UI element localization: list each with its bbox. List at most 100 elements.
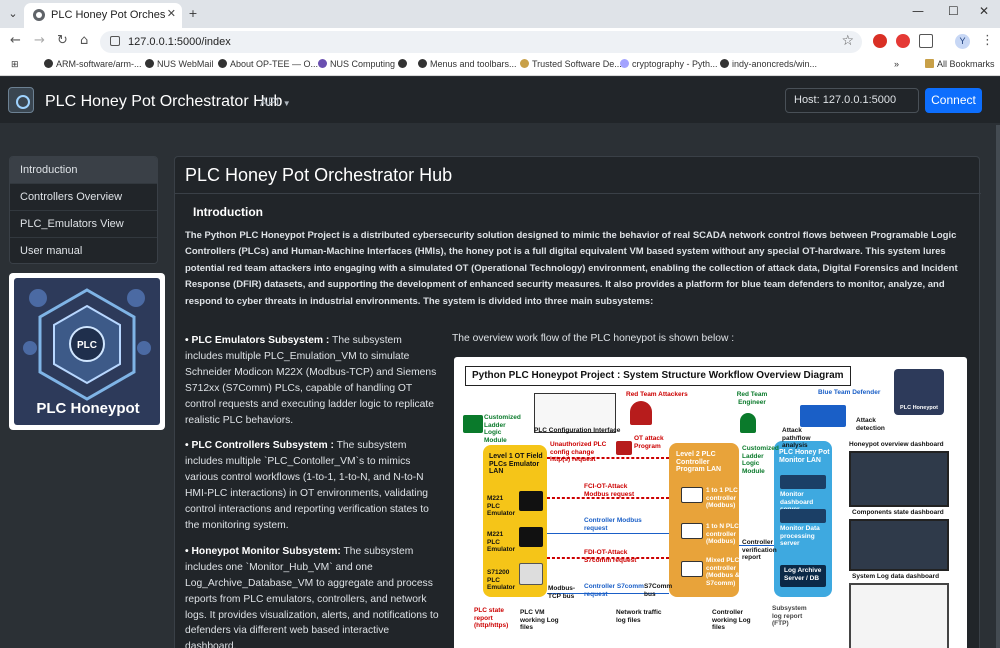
- ladder-module-icon: [463, 415, 483, 433]
- apps-grid-icon[interactable]: ⊞: [11, 59, 19, 69]
- home-icon[interactable]: ⌂: [80, 33, 89, 48]
- extensions-puzzle-icon[interactable]: [919, 34, 933, 48]
- monitor-data-label: Monitor Data processing server: [780, 525, 820, 547]
- blue-team-defender-label: Blue Team Defender: [818, 389, 881, 396]
- syslog-dash-label: System Log data dashboard: [852, 573, 940, 580]
- tab-search-chevron-icon[interactable]: ⌄: [8, 7, 18, 20]
- red-team-engineer-label: Red Team Engineer: [736, 391, 768, 406]
- address-bar[interactable]: 127.0.0.1:5000/index ☆: [100, 31, 862, 53]
- overview-dashboard-thumb: [849, 451, 949, 507]
- tab-close-icon[interactable]: ✕: [166, 7, 176, 20]
- section-title: Introduction: [193, 205, 263, 219]
- globe-favicon-icon: [33, 9, 45, 21]
- subsystems-list: • PLC Emulators Subsystem : The subsyste…: [185, 333, 441, 648]
- subsys-logs-label: Subsystem log report (FTP): [772, 605, 807, 627]
- bookmark-item[interactable]: [398, 59, 410, 69]
- bookmark-item[interactable]: indy-anoncreds/win...: [720, 59, 817, 69]
- attacker-icon: [630, 401, 652, 425]
- modbus-bus-label: Modbus-TCP bus: [548, 585, 576, 600]
- page-scrollbar[interactable]: [996, 125, 1000, 648]
- plc-device-icon: [519, 563, 543, 585]
- tab-title: PLC Honey Pot Orchestrator Hub: [51, 9, 165, 21]
- browser-tabstrip: ⌄ PLC Honey Pot Orchestrator Hub ✕ + — ☐…: [0, 0, 1000, 28]
- profile-avatar[interactable]: Y: [955, 34, 970, 49]
- svg-text:PLC: PLC: [77, 340, 97, 351]
- app-logo[interactable]: [8, 87, 34, 113]
- attack-detect-label: Attack detection: [856, 417, 885, 432]
- bookmark-star-icon[interactable]: ☆: [841, 33, 854, 49]
- extension-shield-icon[interactable]: [896, 34, 910, 48]
- bookmark-item[interactable]: Trusted Software De...: [520, 59, 622, 69]
- minimize-icon[interactable]: —: [912, 4, 924, 18]
- connect-button[interactable]: Connect: [925, 88, 982, 113]
- ctrl-modbus-label: Controller Modbus request: [584, 517, 642, 532]
- bookmark-item[interactable]: NUS WebMail: [145, 59, 213, 69]
- bookmark-item[interactable]: About OP-TEE — O...: [218, 59, 318, 69]
- diagram-logo-icon: PLC Honeypot: [894, 369, 944, 415]
- bookmark-item[interactable]: cryptography - Pyth...: [620, 59, 718, 69]
- ot-attack-program-label: OT attack Program: [634, 435, 664, 450]
- controller-pc-icon: [681, 523, 703, 539]
- data-server-icon: [780, 509, 826, 523]
- config-interface-thumb: [534, 393, 616, 433]
- window-close-icon[interactable]: ✕: [979, 4, 990, 18]
- nus-icon: [145, 59, 154, 68]
- plc-state-label: PLC state report (http/https): [474, 607, 509, 629]
- forward-icon[interactable]: →: [34, 33, 45, 48]
- nus-crest-icon: [318, 59, 327, 68]
- sidebar-item-controllers-overview[interactable]: Controllers Overview: [10, 184, 157, 211]
- m221-b-label: M221 PLC Emulator: [487, 531, 516, 553]
- fci-modbus-label: FCI-OT-Attack Modbus request: [584, 483, 635, 498]
- red-team-attackers-label: Red Team Attackers: [626, 391, 688, 398]
- stack-icon: [620, 59, 629, 68]
- navbar-brand[interactable]: PLC Honey Pot Orchestrator Hub: [45, 93, 283, 110]
- reload-icon[interactable]: ↻: [57, 33, 68, 48]
- overview-dash-label: Honeypot overview dashboard: [849, 441, 944, 448]
- overview-label: The overview work flow of the PLC honeyp…: [452, 333, 735, 344]
- components-dash-label: Components state dashboard: [852, 509, 944, 516]
- browser-toolbar: ← → ↻ ⌂ 127.0.0.1:5000/index ☆ Y ⋮: [0, 28, 1000, 55]
- ctrl-1to1-label: 1 to 1 PLC controller (Modbus): [706, 487, 738, 509]
- more-bookmarks-icon[interactable]: »: [894, 59, 900, 69]
- workflow-diagram: Python PLC Honeypot Project : System Str…: [454, 357, 967, 648]
- level3-label: PLC Honey Pot Monitor LAN: [779, 449, 830, 464]
- subsystem-item: • PLC Controllers Subsystem : The subsys…: [185, 440, 429, 531]
- host-input[interactable]: Host: 127.0.0.1:5000: [785, 88, 919, 113]
- browser-tab[interactable]: PLC Honey Pot Orchestrator Hub ✕: [24, 3, 182, 28]
- subsystem-item: • Honeypot Monitor Subsystem: The subsys…: [185, 545, 439, 648]
- sidebar-item-plc-emulators-view[interactable]: PLC_Emulators View: [10, 211, 157, 238]
- maximize-icon[interactable]: ☐: [948, 4, 959, 18]
- github-icon: [720, 59, 729, 68]
- verification-line: [739, 545, 774, 546]
- sidebar-item-user-manual[interactable]: User manual: [10, 238, 157, 263]
- level2-lan-box: [669, 443, 739, 597]
- card-divider: [175, 193, 981, 194]
- bookmark-item[interactable]: NUS Computing: [318, 59, 395, 69]
- back-icon[interactable]: ←: [10, 33, 21, 48]
- honeypot-hexagon-icon: PLC: [23, 288, 151, 401]
- attack-flow-line: [547, 497, 669, 499]
- extension-red-icon[interactable]: [873, 34, 887, 48]
- components-dashboard-thumb: [849, 519, 949, 571]
- bookmark-item[interactable]: ARM-software/arm-...: [44, 59, 142, 69]
- unauth-change-label: Unauthorized PLC config change http(s) r…: [550, 441, 607, 463]
- m221-a-label: M221 PLC Emulator: [487, 495, 516, 517]
- intro-paragraph: The Python PLC Honeypot Project is a dis…: [185, 230, 958, 307]
- folder-icon: [520, 59, 529, 68]
- site-info-icon[interactable]: [110, 36, 120, 46]
- bookmarks-bar: ⊞ ARM-software/arm-... NUS WebMail About…: [0, 55, 1000, 76]
- engineer-ladder-label: Customized Ladder Logic Module: [742, 445, 779, 475]
- ctrl-mixed-label: Mixed PLC controller (Modbus & S7comm): [706, 557, 740, 587]
- level1-label: Level 1 OT Field PLCs Emulator LAN: [489, 453, 543, 475]
- control-flow-line: [547, 533, 669, 534]
- new-tab-icon[interactable]: +: [188, 7, 198, 20]
- api-dropdown[interactable]: API ▼: [260, 95, 291, 109]
- bookmark-item[interactable]: Menus and toolbars...: [418, 59, 517, 69]
- defender-icon: [800, 405, 846, 427]
- url-text[interactable]: 127.0.0.1:5000/index: [128, 36, 231, 48]
- all-bookmarks[interactable]: All Bookmarks: [925, 59, 995, 69]
- sidebar-item-introduction[interactable]: Introduction: [10, 157, 157, 184]
- ctrl-verif-label: Controller verification report: [742, 539, 777, 561]
- browser-menu-icon[interactable]: ⋮: [981, 33, 994, 48]
- subsystem-item: • PLC Emulators Subsystem : The subsyste…: [185, 335, 437, 426]
